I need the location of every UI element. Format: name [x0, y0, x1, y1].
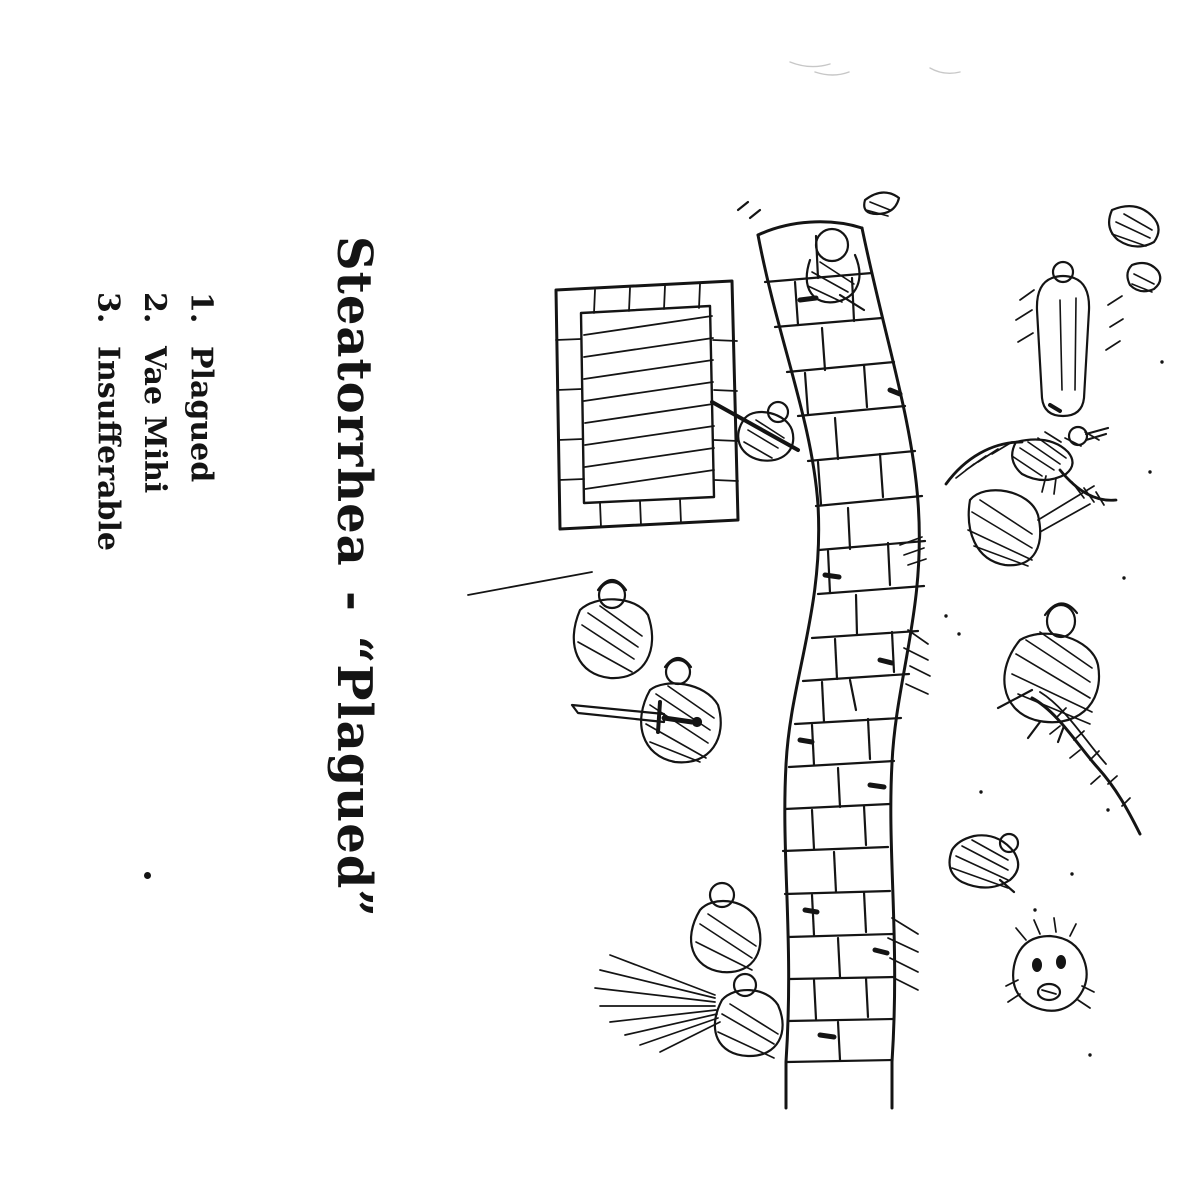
wall-crack: [848, 678, 858, 712]
ink-accents: [797, 295, 903, 1040]
track-number: 1.: [183, 292, 219, 324]
speckles: [944, 360, 1164, 1057]
spear-line: [467, 571, 593, 596]
staff-pole: [710, 400, 800, 452]
small-corpse: [948, 832, 1020, 894]
scan-noise: [789, 61, 961, 76]
crow: [944, 425, 1118, 506]
artist-name: Steatorrhea: [326, 236, 382, 567]
track-number: 2.: [137, 292, 172, 324]
lower-figures: [594, 881, 784, 1059]
slumped-figure: [996, 602, 1101, 744]
figure-holding-staff: [737, 400, 795, 462]
cover-art-illustration: [467, 61, 1164, 1110]
bundled-shapes: [1107, 205, 1162, 293]
track-title: Vae Mihi: [137, 345, 172, 494]
hooded-figures: [570, 578, 722, 764]
track-item: 3. Insufferable: [84, 292, 131, 551]
grass-marks: [887, 536, 931, 991]
brick-seams: [793, 234, 896, 1062]
tracklist: 1. Plagued 2. Vae Mihi 3. Insufferable: [84, 292, 224, 551]
album-name: “Plagued”: [326, 635, 382, 918]
track-item: 2. Vae Mihi: [131, 292, 178, 551]
well-structure: [554, 279, 800, 531]
stray-ink-dot: [144, 872, 151, 879]
track-item: 1. Plagued: [177, 292, 224, 551]
album-title-vertical: Steatorrhea - “Plagued”: [326, 236, 382, 918]
shrouded-corpse: [1015, 260, 1124, 447]
well-stone-ticks: [555, 283, 739, 528]
track-title: Insufferable: [90, 345, 126, 551]
carrion-blob: [967, 485, 1095, 567]
figure-on-wall: [736, 191, 901, 312]
screaming-head: [1005, 917, 1095, 1012]
well-opening-hatch: [583, 315, 715, 490]
straw-fan: [594, 954, 721, 1053]
sword: [570, 700, 703, 734]
stone-bridge-wall: [756, 220, 927, 1110]
title-dash: -: [326, 590, 382, 612]
thorny-branch: [1030, 691, 1142, 836]
track-title: Plagued: [183, 345, 219, 483]
brick-courses: [763, 271, 927, 1064]
track-number: 3.: [90, 292, 126, 324]
